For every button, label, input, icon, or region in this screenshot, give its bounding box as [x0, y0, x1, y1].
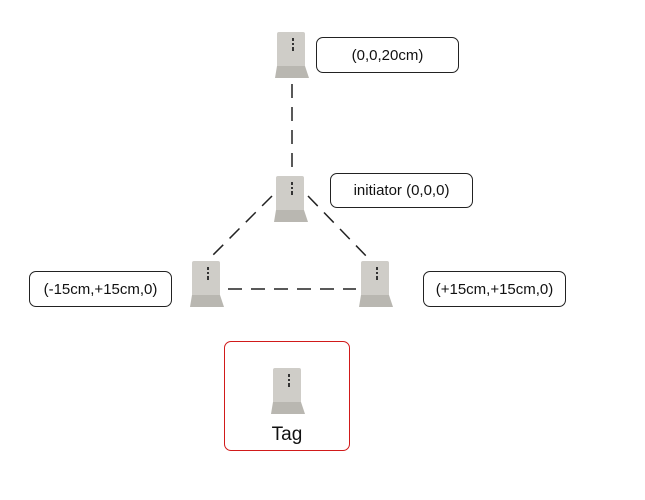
anchor-label-initiator: initiator (0,0,0): [330, 173, 473, 208]
tag-box: Tag: [224, 341, 350, 451]
anchor-device-initiator-icon: [274, 176, 308, 222]
anchor-label-left: (-15cm,+15cm,0): [29, 271, 172, 307]
anchor-device-right-icon: [359, 261, 393, 307]
anchor-device-left-icon: [190, 261, 224, 307]
tag-device-icon: [271, 368, 305, 414]
tag-label: Tag: [271, 424, 303, 445]
anchor-label-right: (+15cm,+15cm,0): [423, 271, 566, 307]
link-initiator-left: [209, 195, 273, 259]
link-initiator-right: [307, 195, 371, 261]
anchor-device-top-icon: [275, 32, 309, 78]
anchor-label-top: (0,0,20cm): [316, 37, 459, 73]
